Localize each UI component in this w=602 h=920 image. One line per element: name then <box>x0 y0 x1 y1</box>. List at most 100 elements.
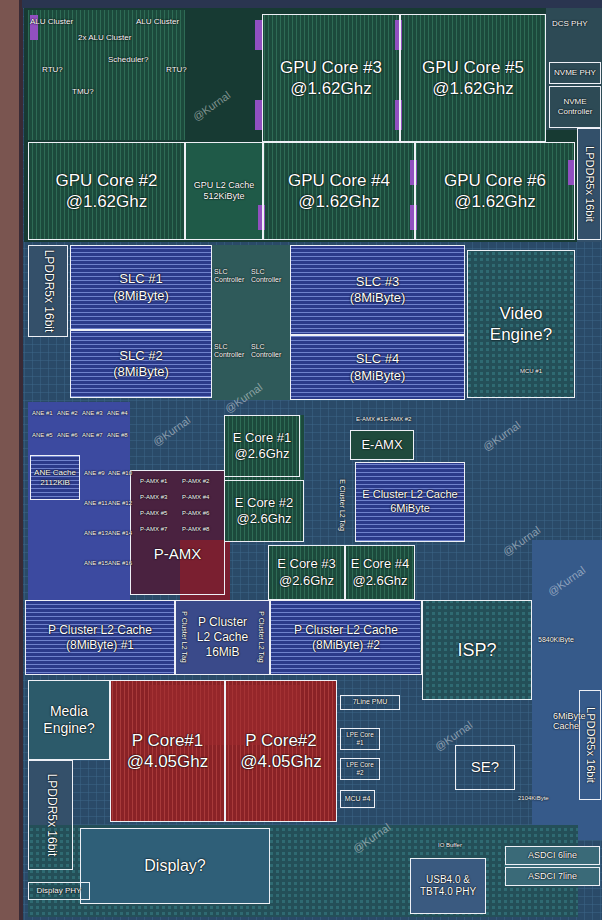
block-label: P Core#2 <box>245 730 317 751</box>
block-label: GPU Core #4 <box>288 170 390 191</box>
block-label: E-AMX <box>361 437 402 453</box>
engine-block: SE? <box>455 745 515 790</box>
block-label: SLC #3 <box>356 274 399 290</box>
cpu-core-block: P Core#2@4.05Ghz <box>225 680 337 822</box>
cpu-core-block: E Core #3@2.6Ghz <box>268 545 345 600</box>
rotated-label: E Cluster L2 Tag <box>338 479 346 531</box>
block-label: GPU Core #2 <box>55 170 157 191</box>
pmu-block: 7Line PMU <box>340 695 400 710</box>
block-label: USB4.0 & TBT4.0 PHY <box>414 874 482 899</box>
part-label: ALU Cluster <box>30 18 73 27</box>
part-label: P-AMX #8 <box>182 526 209 533</box>
block-detail: @1.62Ghz <box>454 191 536 212</box>
part-label: E-AMX #1 <box>356 416 383 423</box>
cache-block: ANE Cache2112KiB <box>30 455 80 500</box>
part-label: ANE #4 <box>107 410 128 417</box>
block-label: E Core #4 <box>351 556 410 572</box>
block-label: E Core #2 <box>235 495 294 511</box>
part-label: ANE #1 <box>32 410 53 417</box>
part-label: ANE #16 <box>108 560 132 567</box>
block-detail: @4.05Ghz <box>127 751 209 772</box>
rotated-label: P Cluster L2 Tag <box>180 611 188 663</box>
block-label: NVME PHY <box>554 68 596 78</box>
part-label: ANE #11 <box>84 500 108 507</box>
part-label: P-AMX #6 <box>182 510 209 517</box>
block-label: GPU Core #3 <box>280 57 382 78</box>
part-label: ANE #3 <box>82 410 103 417</box>
block-label: SLC #4 <box>356 351 399 367</box>
block-label: SE? <box>471 758 499 777</box>
block-label: LPDDR5x 16bit <box>41 250 56 333</box>
part-label: P-AMX #4 <box>182 494 209 501</box>
part-label: ANE #12 <box>108 500 132 507</box>
cache-block: SLC #3(8MiByte) <box>290 245 465 335</box>
block-label: Display? <box>144 856 205 876</box>
block-label: GPU L2 Cache <box>194 180 255 191</box>
part-label: P-AMX #1 <box>140 478 167 485</box>
part-label: ANE #15 <box>84 560 108 567</box>
matrix-unit-block: E-AMX <box>350 430 414 460</box>
block-label: LPE Core #2 <box>343 761 377 777</box>
memory-phy-block: LPDDR5x 16bit <box>579 690 601 800</box>
block-detail: @2.6Ghz <box>279 573 334 589</box>
block-label: ISP? <box>457 639 496 662</box>
block-label: LPDDR5x 16bit <box>43 774 58 857</box>
block-label: Media Engine? <box>33 703 105 738</box>
block-detail: @1.62Ghz <box>432 78 514 99</box>
block-label: LPE Core #1 <box>343 731 377 747</box>
part-label: P-AMX #5 <box>140 510 167 517</box>
part-label: TMU? <box>72 88 94 97</box>
gpu-core-block: GPU Core #6@1.62Ghz <box>415 142 575 240</box>
gpu-core-block: GPU Core #5@1.62Ghz <box>400 14 546 142</box>
part-label: 2104KiByte <box>518 795 549 802</box>
part-label: RTU? <box>42 66 63 75</box>
memory-phy-block: LPDDR5x 16bit <box>577 128 601 240</box>
phy-block: USB4.0 & TBT4.0 PHY <box>410 858 486 914</box>
block-label: E Cluster L2 Cache <box>362 488 457 502</box>
part-label: P-AMX #3 <box>140 494 167 501</box>
cache-block: SLC #4(8MiByte) <box>290 335 465 400</box>
block-detail: 512KiByte <box>203 191 244 202</box>
part-label: ANE #10 <box>108 470 132 477</box>
cache-block: E Cluster L2 Cache6MiByte <box>355 462 465 542</box>
controller-block: NVME Controller <box>549 86 601 128</box>
block-detail: @1.62Ghz <box>290 78 372 99</box>
part-label: SLC Controller <box>214 343 250 358</box>
block-label: GPU Core #6 <box>444 170 546 191</box>
cache-block: P Cluster L2 Cache (8MiByte) #2 <box>270 600 422 675</box>
block-detail: 2112KiB <box>40 478 70 488</box>
cpu-core-block: P Core#1@4.05Ghz <box>110 680 225 822</box>
gpu-core-block: GPU Core #3@1.62Ghz <box>262 14 400 142</box>
block-label: P Cluster L2 Cache <box>193 615 252 645</box>
engine-block: Media Engine? <box>28 680 110 760</box>
block-detail: @2.6Ghz <box>234 446 289 462</box>
part-label: SLC Controller <box>251 268 287 283</box>
block-detail: 6MiByte <box>390 502 430 516</box>
phy-block: NVME PHY <box>549 62 601 84</box>
memory-phy-block: LPDDR5x 16bit <box>28 760 73 870</box>
block-label: P Cluster L2 Cache (8MiByte) #2 <box>275 623 417 653</box>
block-label: ASDCI 6line <box>528 850 577 861</box>
cache-block: SLC #2(8MiByte) <box>70 330 212 398</box>
block-label: P Cluster L2 Cache (8MiByte) #1 <box>30 623 170 653</box>
part-label: ANE #9 <box>84 470 105 477</box>
block-detail: @1.62Ghz <box>298 191 380 212</box>
block-label: E Core #3 <box>277 556 336 572</box>
engine-block: Video Engine? <box>467 250 575 398</box>
part-label: E-AMX #2 <box>384 416 411 423</box>
block-label: NVME Controller <box>552 97 598 117</box>
block-label: ASDCI 7line <box>528 871 577 882</box>
mcu-block: MCU #4 <box>340 790 375 808</box>
part-label: ANE #8 <box>107 432 128 439</box>
block-label: 7Line PMU <box>353 698 388 707</box>
memory-phy-block: LPDDR5x 16bit <box>28 245 68 337</box>
part-label: P-AMX #7 <box>140 526 167 533</box>
block-label: Video Engine? <box>473 303 569 346</box>
part-label: ALU Cluster <box>136 18 179 27</box>
engine-block: ISP? <box>422 600 532 700</box>
block-label: LPDDR5x 16bit <box>583 707 597 783</box>
block-label: E Core #1 <box>233 430 292 446</box>
cpu-core-block: LPE Core #1 <box>340 728 380 750</box>
part-label: 2x ALU Cluster <box>78 34 131 43</box>
cache-block: P Cluster L2 Cache (8MiByte) #1 <box>25 600 175 675</box>
